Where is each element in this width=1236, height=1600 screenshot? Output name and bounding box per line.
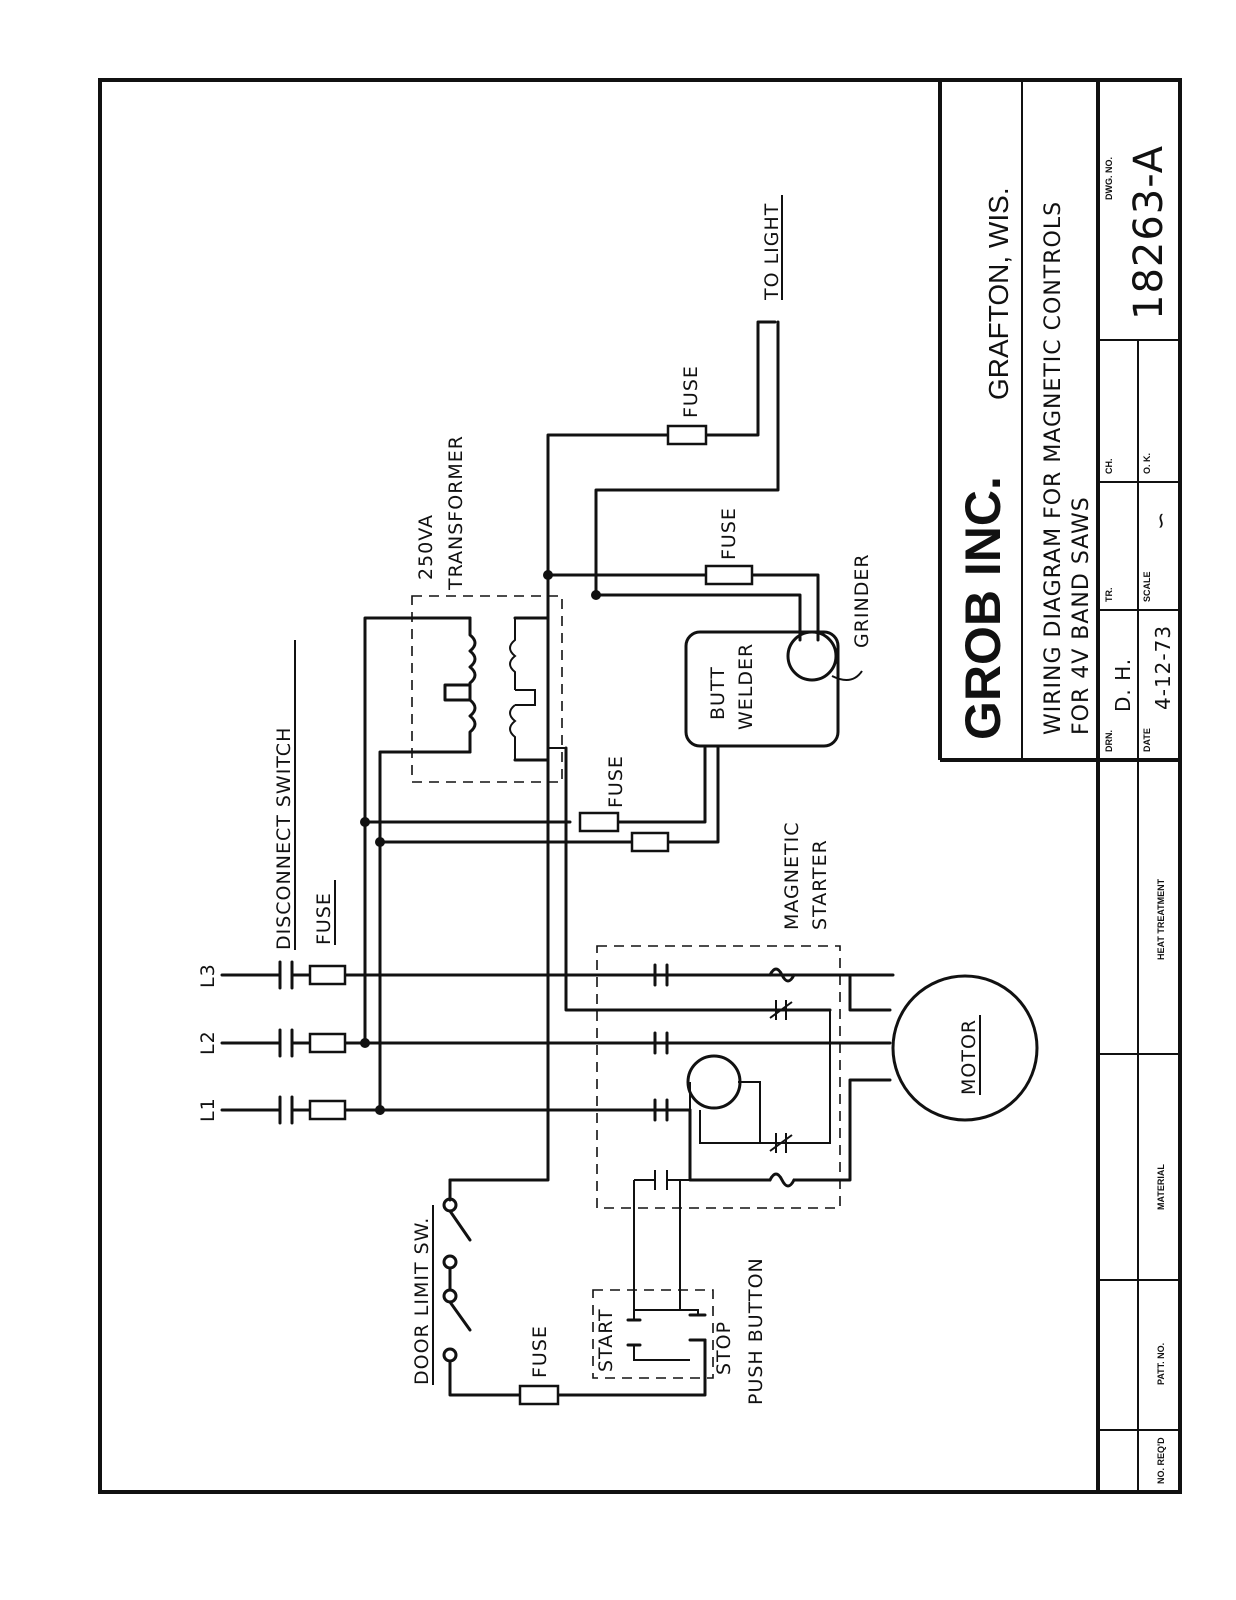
no-reqd-column: NO. REQ'D: [1156, 1437, 1166, 1484]
fuse-grinder: [704, 564, 754, 586]
scale-label: SCALE: [1142, 571, 1152, 602]
ok-label: O. K.: [1142, 453, 1152, 474]
motor: MOTOR: [848, 973, 1039, 1122]
patt-no-column: PATT. NO.: [1156, 1343, 1166, 1385]
fuse-light: [666, 424, 708, 446]
fuse-light-label: FUSE: [680, 365, 702, 418]
fuse-l1: [308, 1099, 347, 1121]
date-label: DATE: [1142, 728, 1152, 752]
control-wiring: FUSE TO LIGHT FUSE: [448, 195, 832, 1182]
fuse-welder-label: FUSE: [605, 755, 627, 808]
butt-welder: BUTT WELDER: [684, 630, 840, 748]
fuse-l2: [308, 1032, 347, 1054]
magnetic-starter: MAGNETIC STARTER: [566, 822, 892, 1209]
drn-label: DRN.: [1104, 730, 1114, 752]
transformer-label: TRANSFORMER: [445, 435, 467, 591]
door-limit-sw-label: DOOR LIMIT SW.: [411, 1217, 433, 1385]
line-l2-label: L2: [197, 1030, 219, 1055]
drn-value: D. H.: [1111, 658, 1135, 712]
grinder: GRINDER: [786, 553, 873, 682]
company-location: GRAFTON, WIS.: [983, 187, 1014, 400]
start-button-label: START: [595, 1308, 617, 1372]
fuse-welder-2: [630, 831, 670, 853]
date-value: 4-12-73: [1151, 625, 1175, 710]
push-button-label: PUSH BUTTON: [745, 1257, 767, 1405]
transformer: 250VA TRANSFORMER: [411, 435, 566, 783]
dwg-no-label: DWG. NO.: [1104, 157, 1114, 200]
grinder-label: GRINDER: [851, 553, 873, 648]
door-limit-switch: FUSE DOOR LIMIT SW.: [411, 1178, 707, 1406]
company-name: GROB INC.: [955, 476, 1011, 740]
fuse-welder-1: [578, 811, 620, 833]
disconnect-switch-label: DISCONNECT SWITCH: [273, 727, 295, 950]
title-block: GROB INC. GRAFTON, WIS. WIRING DIAGRAM F…: [938, 80, 1180, 1492]
fuse-control: [518, 1384, 560, 1406]
fuse-grinder-label: FUSE: [718, 507, 740, 560]
motor-label: MOTOR: [958, 1019, 980, 1095]
fuse-l3: [308, 964, 347, 986]
dwg-no-value: 18263-A: [1126, 145, 1172, 320]
drawing-title-line2: FOR 4V BAND SAWS: [1069, 496, 1094, 735]
line-l1-label: L1: [197, 1097, 219, 1122]
drawing-border: [98, 78, 1182, 1494]
ch-label: CH.: [1104, 459, 1114, 475]
transformer-rating-label: 250VA: [415, 514, 437, 580]
grinder-motor-icon: [786, 630, 838, 682]
line-l3-label: L3: [197, 963, 219, 988]
welder-label: WELDER: [735, 643, 757, 730]
starter-label: STARTER: [809, 839, 831, 930]
push-button-station: START STOP PUSH BUTTON: [592, 1180, 767, 1405]
heat-treatment-column: HEAT TREATMENT: [1156, 878, 1166, 960]
tr-label: TR.: [1104, 588, 1114, 603]
fuse-control-label: FUSE: [529, 1325, 551, 1378]
motor-icon: [891, 974, 1039, 1122]
magnetic-label: MAGNETIC: [781, 822, 803, 930]
material-column: MATERIAL: [1156, 1164, 1166, 1210]
drawing-title-line1: WIRING DIAGRAM FOR MAGNETIC CONTROLS: [1041, 201, 1066, 735]
fuse-main-label: FUSE: [313, 892, 335, 945]
butt-label: BUTT: [707, 666, 729, 720]
to-light-label: TO LIGHT: [761, 203, 783, 301]
scale-value: ∽: [1149, 511, 1174, 530]
stop-button-label: STOP: [713, 1321, 735, 1375]
bus-risers: FUSE: [360, 616, 720, 1115]
incoming-lines: L3 L2 L1 DISCONNECT SWITCH FUSE: [197, 640, 892, 1125]
starter-coil-icon: [686, 1054, 742, 1110]
